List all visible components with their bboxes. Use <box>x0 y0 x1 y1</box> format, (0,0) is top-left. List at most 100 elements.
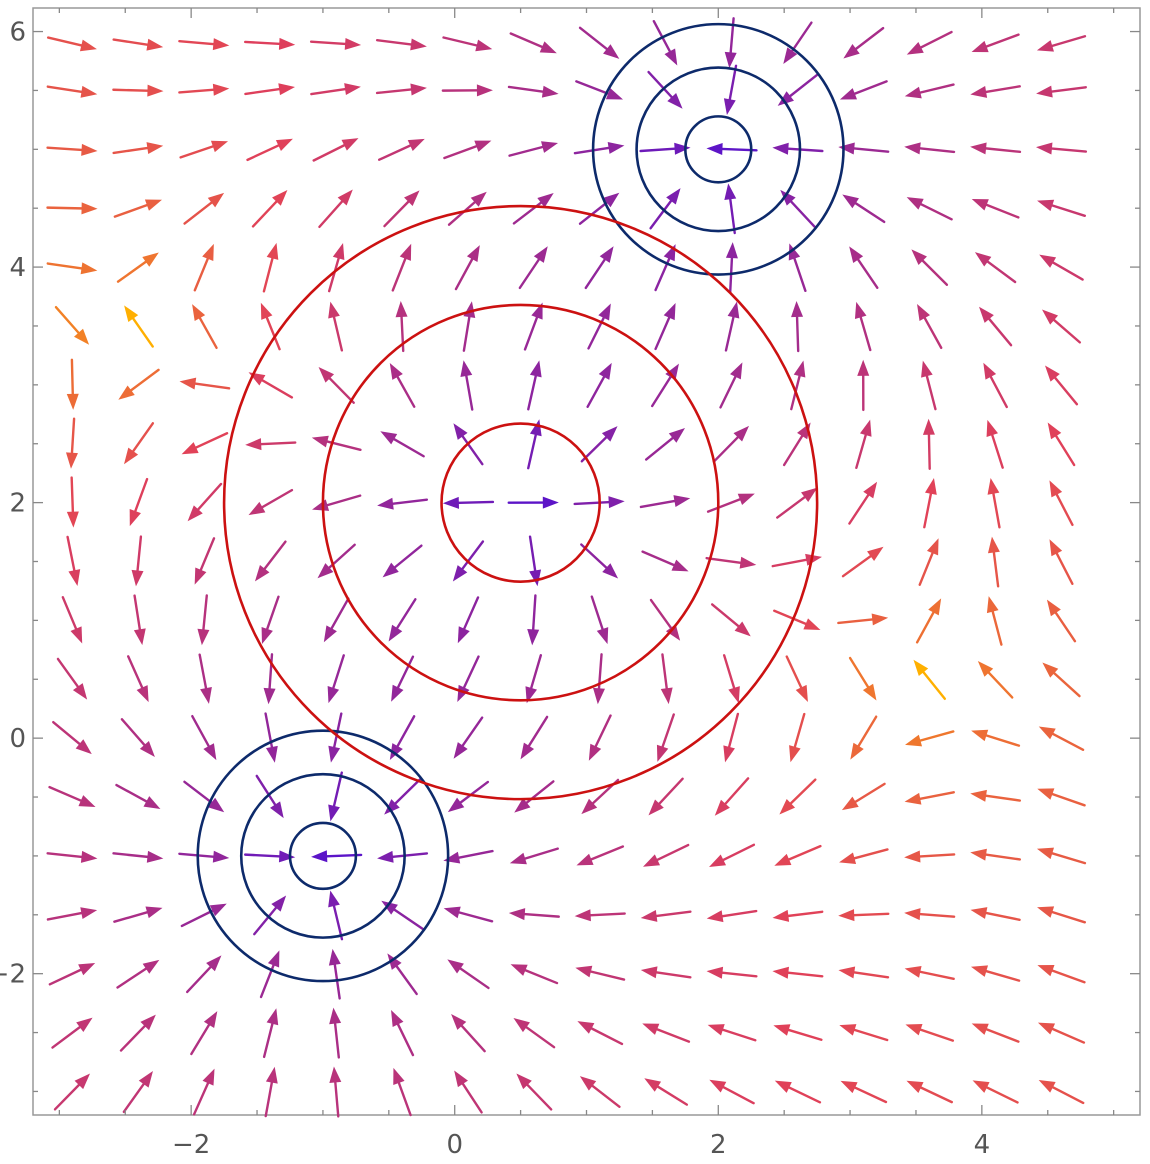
arrow-head <box>146 850 164 863</box>
field-arrow <box>312 494 362 511</box>
arrow-head <box>146 142 164 154</box>
arrow-head <box>839 88 858 100</box>
arrow-head <box>904 792 922 805</box>
arrow-head <box>527 629 540 646</box>
arrow-head <box>1035 142 1053 155</box>
field-arrow <box>53 1073 91 1111</box>
arrow-shaft <box>651 970 692 979</box>
arrow-shaft <box>196 313 218 350</box>
field-arrow <box>197 594 210 646</box>
arrow-head <box>328 890 340 908</box>
field-arrow <box>838 909 890 922</box>
field-arrow <box>905 1023 955 1042</box>
arrow-head <box>921 360 933 378</box>
arrow-shaft <box>783 147 824 153</box>
arrow-head <box>381 900 398 915</box>
arrow-head <box>805 553 822 566</box>
field-arrow <box>977 661 1014 699</box>
field-arrow <box>724 301 740 352</box>
arrow-shaft <box>573 500 614 506</box>
field-arrow <box>451 1013 486 1053</box>
field-arrow <box>383 190 420 228</box>
field-arrow <box>904 908 956 921</box>
field-arrow <box>709 843 756 868</box>
arrow-head <box>139 741 155 757</box>
field-arrow <box>259 950 280 999</box>
field-arrow <box>774 844 822 866</box>
arrow-shaft <box>782 431 806 467</box>
field-arrow <box>66 476 79 528</box>
field-arrow <box>378 138 425 161</box>
arrow-shaft <box>1047 203 1086 218</box>
field-arrow <box>1047 422 1076 467</box>
arrow-head <box>404 190 420 206</box>
arrow-shaft <box>916 1084 953 1104</box>
arrow-head <box>520 742 535 760</box>
arrow-shaft <box>46 85 87 94</box>
arrow-shaft <box>597 653 603 694</box>
arrow-shaft <box>927 429 931 470</box>
arrow-shaft <box>647 70 676 102</box>
field-arrow <box>52 720 92 755</box>
field-arrow <box>527 360 542 411</box>
field-arrow <box>1036 847 1087 865</box>
arrow-head <box>972 1080 990 1093</box>
arrow-head <box>145 906 163 919</box>
field-arrow <box>391 655 415 702</box>
arrow-head <box>393 1067 405 1086</box>
arrow-shaft <box>454 254 476 291</box>
field-arrow <box>904 83 955 99</box>
arrow-shaft <box>390 544 423 571</box>
arrow-head <box>1047 422 1062 440</box>
field-arrow <box>641 550 689 572</box>
arrow-head <box>78 963 96 976</box>
field-arrow <box>905 730 955 747</box>
field-arrow <box>187 482 223 522</box>
field-arrow <box>443 140 492 160</box>
arrow-head <box>138 1071 153 1088</box>
arrow-shaft <box>48 966 86 986</box>
arrow-head <box>906 197 924 210</box>
arrow-shaft <box>849 1027 889 1042</box>
arrow-shaft <box>257 488 294 511</box>
arrow-head <box>922 418 935 435</box>
arrow-shaft <box>914 853 956 858</box>
field-arrow <box>857 359 870 412</box>
arrow-head <box>454 1070 468 1088</box>
arrow-shaft <box>641 550 679 568</box>
arrow-shaft <box>523 1080 553 1111</box>
field-arrow <box>454 1070 483 1114</box>
arrow-head <box>970 142 987 155</box>
field-arrow <box>586 362 612 408</box>
field-arrow <box>650 363 679 408</box>
arrow-shaft <box>54 305 83 337</box>
arrow-shaft <box>46 36 87 48</box>
arrow-shaft <box>391 253 408 292</box>
arrow-head <box>388 624 403 642</box>
arrow-head <box>202 243 214 261</box>
arrow-shaft <box>785 655 805 693</box>
arrow-head <box>80 85 98 98</box>
field-arrow <box>310 83 361 96</box>
field-arrow <box>112 84 164 97</box>
arrow-shaft <box>178 39 219 46</box>
field-arrow <box>244 850 296 863</box>
arrow-shaft <box>395 655 415 693</box>
arrow-shaft <box>915 969 955 981</box>
arrow-head <box>707 1024 725 1036</box>
arrow-head <box>739 556 757 569</box>
field-arrow <box>656 713 675 762</box>
arrow-head <box>323 625 337 643</box>
field-arrow <box>61 596 83 644</box>
field-arrow <box>255 774 284 819</box>
field-arrow <box>789 712 806 763</box>
field-arrow <box>979 306 1013 347</box>
arrow-head <box>81 202 98 215</box>
field-arrow <box>198 653 212 704</box>
field-arrow <box>644 427 686 461</box>
field-arrow <box>264 712 278 763</box>
field-arrow <box>193 243 214 292</box>
arrow-shaft <box>791 253 807 293</box>
field-arrow <box>639 142 691 155</box>
